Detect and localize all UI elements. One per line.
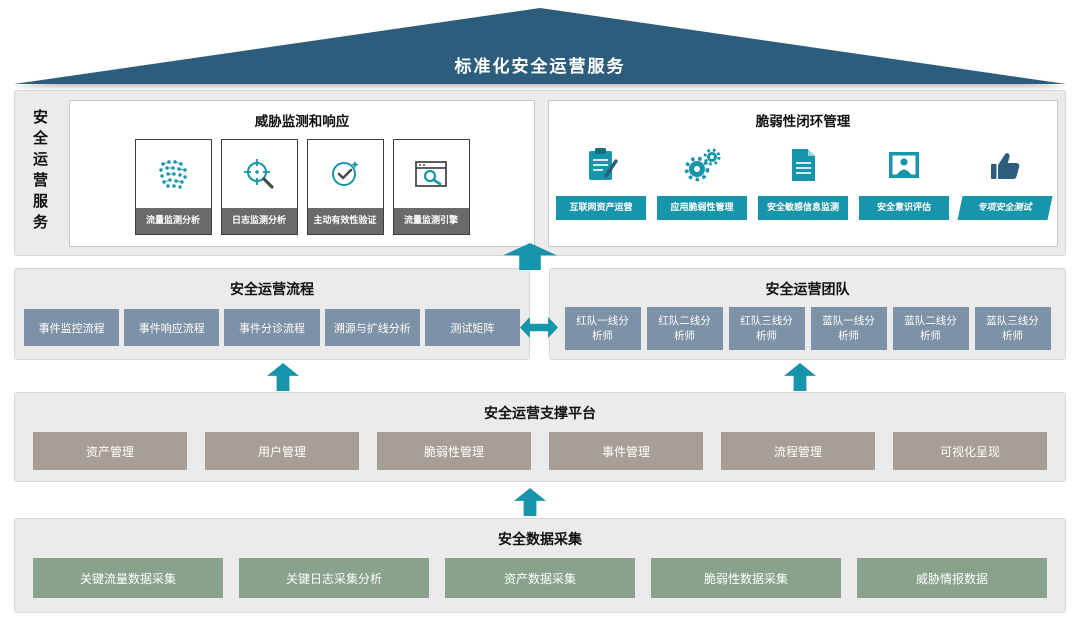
team-item: 红队一线分析师 — [564, 307, 641, 350]
up-arrow-icon — [784, 363, 816, 391]
vulnerability-management-panel: 脆弱性闭环管理 互联网资产运营 — [548, 100, 1058, 247]
diagram-title: 标准化安全运营服务 — [454, 57, 626, 76]
vulnerability-item-row: 互联网资产运营 应用脆弱性管理 — [549, 134, 1057, 220]
security-operation-process-section: 安全运营流程 事件监控流程 事件响应流程 事件分诊流程 溯源与扩线分析 测试矩阵 — [14, 268, 530, 360]
security-operation-services-layer: 安全运营服务 威胁监测和响应 — [14, 90, 1066, 256]
data-item: 关键流量数据采集 — [33, 558, 223, 598]
platform-layer-title: 安全运营支撑平台 — [484, 405, 596, 421]
data-item: 威胁情报数据 — [857, 558, 1047, 598]
team-item: 蓝队一线分析师 — [810, 307, 887, 350]
platform-item: 用户管理 — [205, 432, 359, 470]
process-section-title: 安全运营流程 — [230, 281, 314, 297]
network-dots-icon — [136, 140, 211, 208]
clipboard-pencil-icon — [556, 134, 646, 196]
roof-banner: 标准化安全运营服务 — [14, 8, 1066, 84]
threat-item-label: 流量监测分析 — [135, 208, 211, 234]
platform-item: 事件管理 — [549, 432, 703, 470]
platform-item: 可视化呈现 — [893, 432, 1047, 470]
platform-item: 脆弱性管理 — [377, 432, 531, 470]
threat-item-card: 日志监测分析 — [220, 139, 298, 235]
vulnerability-item-label: 专项安全测试 — [957, 196, 1053, 220]
data-collection-layer: 安全数据采集 关键流量数据采集 关键日志采集分析 资产数据采集 脆弱性数据采集 … — [14, 518, 1066, 613]
threat-monitoring-panel: 威胁监测和响应 — [69, 100, 535, 247]
platform-item: 流程管理 — [721, 432, 875, 470]
crosshair-magnifier-icon — [222, 140, 297, 208]
vulnerability-item: 专项安全测试 — [957, 134, 1053, 220]
process-item: 测试矩阵 — [424, 309, 521, 346]
process-item: 事件分诊流程 — [224, 309, 320, 346]
vulnerability-item: 安全敏感信息监测 — [758, 134, 848, 220]
threat-panel-title: 威胁监测和响应 — [254, 114, 350, 129]
vulnerability-item: 应用脆弱性管理 — [657, 134, 747, 220]
process-item: 事件响应流程 — [124, 309, 220, 346]
platform-item: 资产管理 — [33, 432, 187, 470]
threat-item-label: 流量监测引擎 — [393, 208, 469, 234]
data-item: 脆弱性数据采集 — [651, 558, 841, 598]
vulnerability-item: 互联网资产运营 — [556, 134, 646, 220]
team-section-title: 安全运营团队 — [765, 281, 850, 297]
data-item: 资产数据采集 — [445, 558, 635, 598]
document-icon — [758, 134, 848, 196]
team-item: 红队三线分析师 — [728, 307, 805, 350]
process-item: 事件监控流程 — [24, 309, 120, 346]
vulnerability-item-label: 安全敏感信息监测 — [758, 196, 848, 220]
check-circle-icon — [308, 140, 383, 208]
process-item-row: 事件监控流程 事件响应流程 事件分诊流程 溯源与扩线分析 测试矩阵 — [15, 309, 529, 346]
security-operation-team-section: 安全运营团队 红队一线分析师 红队二线分析师 红队三线分析师 蓝队一线分析师 蓝… — [549, 268, 1066, 360]
data-layer-title: 安全数据采集 — [498, 531, 582, 547]
vulnerability-item: 安全意识评估 — [859, 134, 949, 220]
vulnerability-item-label: 安全意识评估 — [859, 196, 949, 220]
vulnerability-item-label: 应用脆弱性管理 — [657, 196, 747, 220]
vulnerability-panel-title: 脆弱性闭环管理 — [755, 114, 851, 129]
team-item: 蓝队二线分析师 — [892, 307, 969, 350]
up-arrow-icon — [514, 488, 546, 516]
team-item-row: 红队一线分析师 红队二线分析师 红队三线分析师 蓝队一线分析师 蓝队二线分析师 … — [550, 307, 1065, 350]
browser-search-icon — [394, 140, 469, 208]
services-side-label: 安全运营服务 — [31, 109, 48, 235]
process-item: 溯源与扩线分析 — [324, 309, 420, 346]
team-item: 蓝队三线分析师 — [974, 307, 1051, 350]
threat-item-card: 流量监测分析 — [134, 139, 212, 235]
thumbs-up-icon — [960, 134, 1050, 196]
team-item: 红队二线分析师 — [646, 307, 723, 350]
up-arrow-icon — [267, 363, 299, 391]
gears-icon — [657, 134, 747, 196]
threat-item-card: 主动有效性验证 — [306, 139, 384, 235]
vulnerability-item-label: 互联网资产运营 — [556, 196, 646, 220]
photo-person-icon — [859, 134, 949, 196]
threat-card-row: 流量监测分析 日志监测分析 — [70, 139, 534, 235]
data-item-row: 关键流量数据采集 关键日志采集分析 资产数据采集 脆弱性数据采集 威胁情报数据 — [15, 558, 1065, 598]
threat-item-label: 主动有效性验证 — [307, 208, 383, 234]
support-platform-layer: 安全运营支撑平台 资产管理 用户管理 脆弱性管理 事件管理 流程管理 可视化呈现 — [14, 392, 1066, 482]
double-arrow-icon — [520, 317, 558, 338]
threat-item-card: 流量监测引擎 — [392, 139, 470, 235]
threat-item-label: 日志监测分析 — [221, 208, 297, 234]
platform-item-row: 资产管理 用户管理 脆弱性管理 事件管理 流程管理 可视化呈现 — [15, 432, 1065, 470]
data-item: 关键日志采集分析 — [239, 558, 429, 598]
